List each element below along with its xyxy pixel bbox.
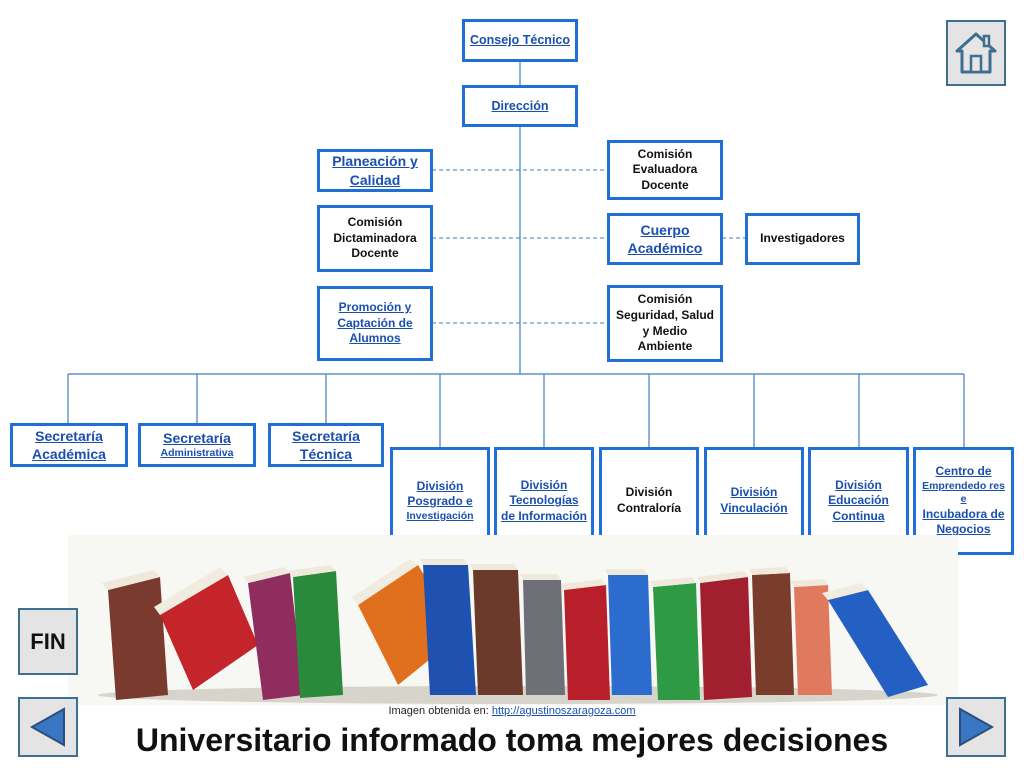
comision-dictaminadora-box: Comisión Dictaminadora Docente <box>317 205 433 272</box>
slogan-title: Universitario informado toma mejores dec… <box>135 722 889 758</box>
consejo-tecnico-box[interactable]: Consejo Técnico <box>462 19 578 62</box>
direccion-link[interactable]: Dirección <box>491 98 549 113</box>
promocion-link[interactable]: Promoción y Captación de Alumnos <box>337 300 413 346</box>
planeacion-link[interactable]: Planeación y Calidad <box>332 153 418 188</box>
fin-button[interactable]: FIN <box>18 608 78 675</box>
books-illustration <box>68 535 958 705</box>
fin-label: FIN <box>30 628 66 654</box>
credit-prefix: Imagen obtenida en: <box>388 705 489 717</box>
previous-button[interactable] <box>18 697 78 757</box>
secretaria-tecnica-link[interactable]: Secretaría Técnica <box>292 427 360 462</box>
comision-evaluadora-label: Comisión Evaluadora Docente <box>632 146 698 192</box>
secretaria-academica-link[interactable]: Secretaría Académica <box>32 427 106 462</box>
secretaria-administrativa-link[interactable]: Secretaría <box>163 430 231 447</box>
consejo-tecnico-link[interactable]: Consejo Técnico <box>469 33 571 48</box>
centro-emprendedores-link-3[interactable]: Incubadora de Negocios <box>922 506 1005 537</box>
secretaria-tecnica-box[interactable]: Secretaría Técnica <box>268 423 384 467</box>
secretaria-administrativa-box[interactable]: Secretaría Administrativa <box>138 423 256 467</box>
comision-dictaminadora-label: Comisión Dictaminadora Docente <box>333 215 417 261</box>
home-button[interactable] <box>946 20 1006 86</box>
right-arrow-icon <box>959 707 995 747</box>
comision-evaluadora-box: Comisión Evaluadora Docente <box>607 140 723 200</box>
comision-seguridad-label: Comisión Seguridad, Salud y Medio Ambien… <box>615 292 714 354</box>
secretaria-academica-box[interactable]: Secretaría Académica <box>10 423 128 467</box>
division-vinculacion-link[interactable]: División Vinculación <box>720 485 788 515</box>
division-posgrado-link[interactable]: División Posgrado e <box>407 478 473 509</box>
promocion-box[interactable]: Promoción y Captación de Alumnos <box>317 286 433 361</box>
centro-emprendedores-link-2[interactable]: Emprendedo res e <box>922 479 1005 506</box>
next-button[interactable] <box>946 697 1006 757</box>
centro-emprendedores-link-1[interactable]: Centro de <box>935 463 992 478</box>
comision-seguridad-box: Comisión Seguridad, Salud y Medio Ambien… <box>607 285 723 362</box>
image-credit: Imagen obtenida en: http://agustinoszara… <box>0 705 1024 717</box>
secretaria-administrativa-sub[interactable]: Administrativa <box>160 447 234 460</box>
planeacion-box[interactable]: Planeación y Calidad <box>317 149 433 192</box>
division-posgrado-sub[interactable]: Investigación <box>406 509 474 522</box>
left-arrow-icon <box>29 707 65 747</box>
centro-emprendedores-box[interactable]: Centro de Emprendedo res e Incubadora de… <box>913 447 1014 555</box>
home-icon <box>955 32 997 74</box>
division-tecnologias-link[interactable]: División Tecnologías de Información <box>501 477 588 523</box>
credit-link[interactable]: http://agustinoszaragoza.com <box>491 705 636 717</box>
division-educacion-link[interactable]: División Educación Continua <box>828 477 889 523</box>
investigadores-label: Investigadores <box>760 231 845 246</box>
direccion-box[interactable]: Dirección <box>462 85 578 127</box>
investigadores-box: Investigadores <box>745 213 860 265</box>
cuerpo-academico-link[interactable]: Cuerpo Académico <box>627 221 703 256</box>
division-contraloria-label: División Contraloría <box>616 485 681 515</box>
cuerpo-academico-box[interactable]: Cuerpo Académico <box>607 213 723 265</box>
